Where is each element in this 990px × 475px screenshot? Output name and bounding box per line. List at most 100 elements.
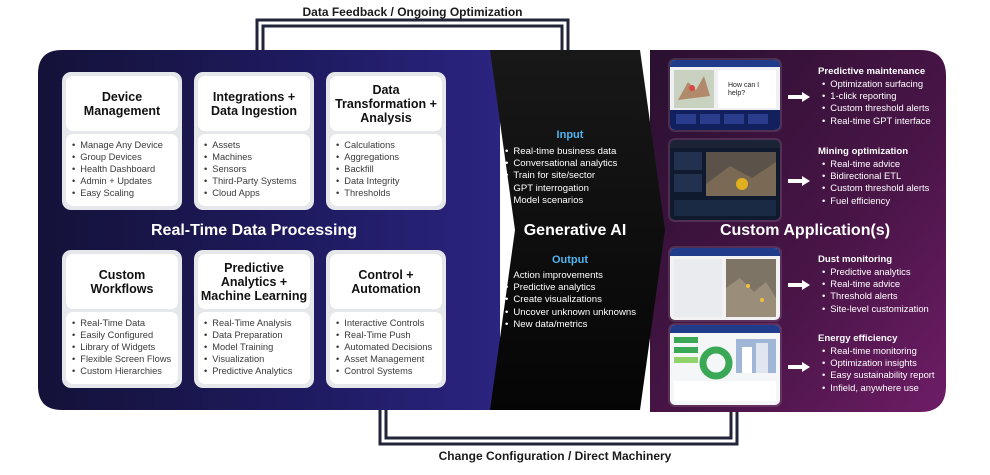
feedback-flow-label: Data Feedback / Ongoing Optimization <box>302 5 523 19</box>
card-item: Calculations <box>336 139 442 151</box>
app-title: Mining optimization <box>818 146 909 157</box>
card-control-automation: Control + Automation Interactive Control… <box>326 250 446 388</box>
genai-input-label: Input <box>556 129 584 141</box>
genai-output-item: Predictive analytics <box>505 282 636 294</box>
card-item: Admin + Updates <box>72 175 178 187</box>
card-item: Flexible Screen Flows <box>72 353 178 365</box>
genai-input-item: Real-time business data <box>505 146 617 158</box>
app-item: Optimization surfacing <box>822 78 931 90</box>
app-title: Predictive maintenance <box>818 66 926 77</box>
card-title: Device Management <box>83 89 161 118</box>
card-item: Data Preparation <box>204 329 310 341</box>
genai-title: Generative AI <box>523 222 627 239</box>
energy-dashboard-icon <box>670 325 780 401</box>
card-item: Health Dashboard <box>72 163 178 175</box>
card-item: Real-Time Data <box>72 317 178 329</box>
card-item: Predictive Analytics <box>204 365 310 377</box>
card-item: Backfill <box>336 163 442 175</box>
app-item: Real-time GPT interface <box>822 115 930 127</box>
app-item: 1-click reporting <box>822 90 931 102</box>
app-predictive-maintenance: Predictive maintenance Optimization surf… <box>818 66 931 127</box>
arrow-right-icon <box>788 280 810 290</box>
predictive-maintenance-screenshot: How can I help? <box>670 60 780 130</box>
genai-output-item: New data/metrics <box>505 319 636 331</box>
app-item: Infield, anywhere use <box>822 382 935 394</box>
genai-input-item: Model scenarios <box>505 195 617 207</box>
app-item: Fuel efficiency <box>822 195 929 207</box>
card-item: Aggregations <box>336 151 442 163</box>
arrow-right-icon <box>788 92 810 102</box>
app-item: Bidirectional ETL <box>822 170 929 182</box>
card-title: Control + Automation <box>351 267 421 296</box>
card-item: Cloud Apps <box>204 187 310 199</box>
card-item: Machines <box>204 151 310 163</box>
genai-input-list: Real-time business data Conversational a… <box>505 146 617 207</box>
apps-title: Custom Application(s) <box>719 222 891 239</box>
card-item: Custom Hierarchies <box>72 365 178 377</box>
genai-input-item: Train for site/sector <box>505 170 617 182</box>
app-item: Real-time monitoring <box>822 345 935 357</box>
card-item: Library of Widgets <box>72 341 178 353</box>
card-predictive-analytics: Predictive Analytics + Machine Learning … <box>194 250 314 388</box>
app-energy-efficiency: Energy efficiency Real-time monitoring O… <box>818 333 935 394</box>
card-item: Third-Party Systems <box>204 175 310 187</box>
card-title: Data Transformation + Analysis <box>335 82 437 125</box>
realtime-title: Real-Time Data Processing <box>150 222 357 239</box>
app-item: Optimization insights <box>822 357 935 369</box>
genai-input-item: GPT interrogation <box>505 183 617 195</box>
mining-dashboard-icon <box>670 140 780 216</box>
mining-optimization-screenshot <box>670 140 780 220</box>
app-title: Dust monitoring <box>818 254 893 265</box>
map-thumbnail-icon <box>670 60 780 130</box>
card-custom-workflows: Custom Workflows Real-Time Data Easily C… <box>62 250 182 388</box>
card-item: Easily Configured <box>72 329 178 341</box>
arrow-right-icon <box>788 176 810 186</box>
command-flow-label: Change Configuration / Direct Machinery <box>438 449 672 463</box>
card-item: Visualization <box>204 353 310 365</box>
genai-output-item: Action improvements <box>505 270 636 282</box>
dust-monitoring-screenshot <box>670 248 780 320</box>
app-item: Easy sustainability report <box>822 369 934 381</box>
app-title: Energy efficiency <box>818 333 898 344</box>
card-device-management: Device Management Manage Any Device Grou… <box>62 72 182 210</box>
card-item: Model Training <box>204 341 310 353</box>
app-item: Predictive analytics <box>822 266 929 278</box>
card-title: Integrations + Data Ingestion <box>210 89 298 118</box>
app-item: Threshold alerts <box>822 290 929 302</box>
card-title: Predictive Analytics + Machine Learning <box>200 260 308 303</box>
card-item: Assets <box>204 139 310 151</box>
app-item: Real-time advice <box>822 158 929 170</box>
card-item: Asset Management <box>336 353 442 365</box>
feedback-loop-bottom <box>378 402 739 446</box>
satellite-map-icon <box>670 248 780 317</box>
genai-output-label: Output <box>551 254 589 266</box>
card-item: Easy Scaling <box>72 187 178 199</box>
app-mining-optimization: Mining optimization Real-time advice Bid… <box>818 146 929 207</box>
genai-output-item: Uncover unknown unknowns <box>505 307 636 319</box>
app-item: Real-time advice <box>822 278 929 290</box>
app-item: Custom threshold alerts <box>822 102 931 114</box>
card-item: Automated Decisions <box>336 341 442 353</box>
card-title: Custom Workflows <box>90 267 154 296</box>
card-item: Real-Time Analysis <box>204 317 310 329</box>
card-item: Data Integrity <box>336 175 442 187</box>
arrow-right-icon <box>788 362 810 372</box>
card-item: Group Devices <box>72 151 178 163</box>
genai-output-list: Action improvements Predictive analytics… <box>505 270 636 331</box>
card-item: Manage Any Device <box>72 139 178 151</box>
app-dust-monitoring: Dust monitoring Predictive analytics Rea… <box>818 254 929 315</box>
energy-efficiency-screenshot <box>670 325 780 405</box>
card-data-transformation: Data Transformation + Analysis Calculati… <box>326 72 446 210</box>
card-integrations: Integrations + Data Ingestion Assets Mac… <box>194 72 314 210</box>
genai-output-item: Create visualizations <box>505 294 636 306</box>
app-item: Site-level customization <box>822 303 928 315</box>
feedback-loop-top <box>255 18 570 60</box>
genai-input-item: Conversational analytics <box>505 158 617 170</box>
card-item: Sensors <box>204 163 310 175</box>
chat-bubble-text: How can I help? <box>728 82 760 97</box>
card-item: Interactive Controls <box>336 317 442 329</box>
card-item: Control Systems <box>336 365 442 377</box>
card-item: Real-Time Push <box>336 329 442 341</box>
app-item: Custom threshold alerts <box>822 182 929 194</box>
card-item: Thresholds <box>336 187 442 199</box>
